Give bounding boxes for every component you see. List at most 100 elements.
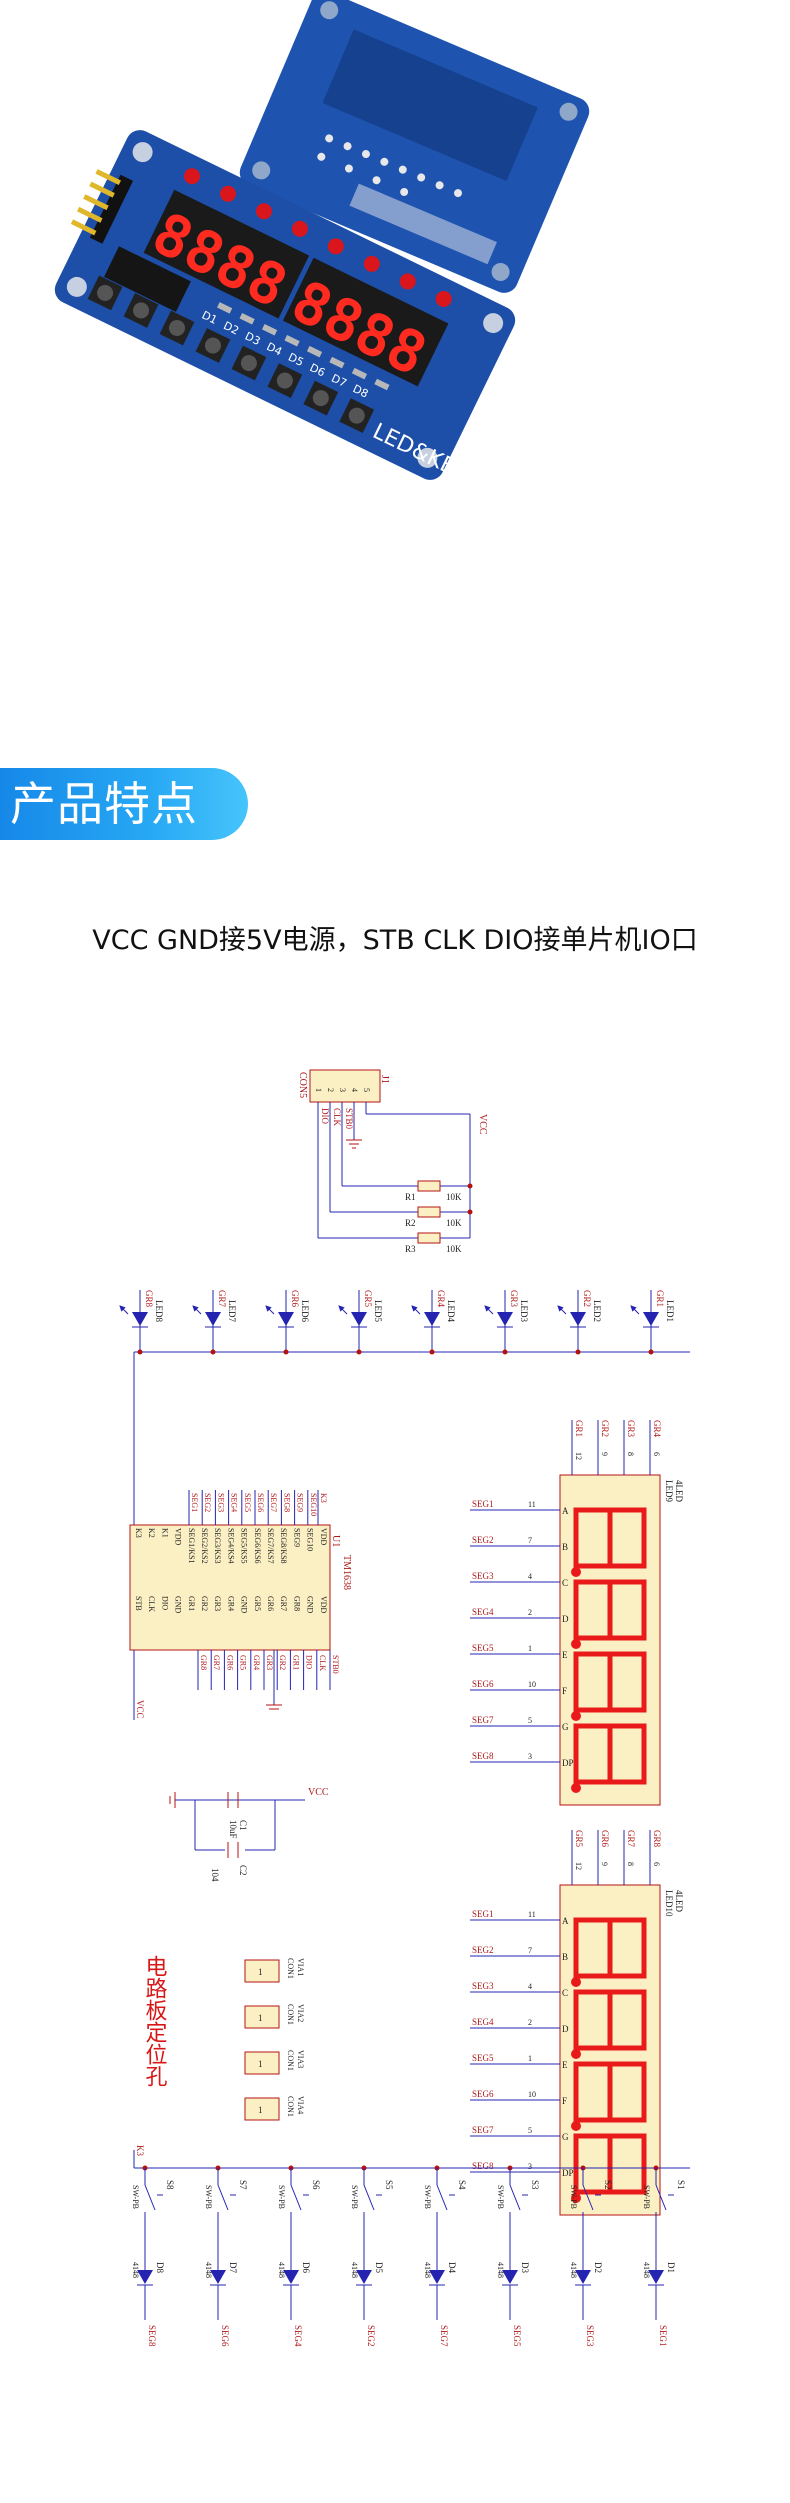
seg-letter-d: D bbox=[562, 1614, 569, 1624]
ic-lnet-2: SEG2 bbox=[203, 1493, 212, 1512]
ic-rnet-8: GR6 bbox=[225, 1655, 234, 1670]
seg-net-seg7: SEG7 bbox=[472, 1715, 494, 1725]
ic-lnet-0: K3 bbox=[319, 1493, 328, 1503]
key-seg-net: SEG1 bbox=[658, 2325, 668, 2347]
c1-ref: C1 bbox=[238, 1820, 248, 1831]
ic-rpin-1: CLK bbox=[147, 1596, 156, 1612]
seg-pin-10: 10 bbox=[528, 1680, 536, 1689]
net-vcc: VCC bbox=[477, 1114, 488, 1135]
con5-ref: J1 bbox=[379, 1075, 390, 1084]
key-seg-net: SEG4 bbox=[293, 2325, 303, 2347]
via-ref-via2: VIA2 bbox=[296, 2004, 305, 2022]
ic-lnet-4: SEG4 bbox=[230, 1493, 239, 1512]
ic-lnet-9: SEG9 bbox=[296, 1493, 305, 1512]
seg-pin-3: 3 bbox=[528, 1752, 532, 1761]
ic-lnet-1: SEG1 bbox=[190, 1493, 199, 1512]
seg-pin-7: 7 bbox=[528, 1536, 532, 1545]
seg-letter-f: F bbox=[562, 1686, 567, 1696]
via-part-1: CON1 bbox=[286, 2004, 295, 2025]
seg-pin-3: 3 bbox=[528, 2162, 532, 2171]
led-net-gr1: GR1 bbox=[655, 1290, 665, 1307]
con5-pin-1: 1 bbox=[314, 1088, 323, 1092]
ic-rnet-3: GR1 bbox=[291, 1655, 300, 1670]
ic-lpin-2: K1 bbox=[160, 1528, 169, 1538]
key-diode-ref: D8 bbox=[155, 2262, 165, 2273]
svg-text:1: 1 bbox=[258, 2059, 263, 2069]
key-part: SW-PB bbox=[423, 2185, 432, 2209]
front-board: 8888 8888 LED&KEY bbox=[54, 130, 516, 486]
seg-pin-7: 7 bbox=[528, 1946, 532, 1955]
key-part: SW-PB bbox=[496, 2185, 505, 2209]
ic-rnet-0: STB0 bbox=[331, 1655, 340, 1674]
ic-rnet-9: GR7 bbox=[212, 1655, 221, 1670]
ic-rpin-4: GR1 bbox=[187, 1596, 196, 1611]
seg-net-seg3: SEG3 bbox=[472, 1981, 494, 1991]
disp-digit-pin-2: 8 bbox=[626, 1862, 635, 1866]
res-ref-r1: R1 bbox=[405, 1192, 416, 1202]
seg-letter-dp: DP bbox=[562, 2168, 574, 2178]
led-ref-led3: LED3 bbox=[519, 1300, 529, 1322]
seg-letter-d: D bbox=[562, 2024, 569, 2034]
ic-lpin-11: SEG8/KS8 bbox=[279, 1528, 288, 1564]
ic-rpin-7: GR4 bbox=[226, 1596, 235, 1611]
c1-val: 10uF bbox=[228, 1820, 238, 1839]
disp-digit-pin-0: 12 bbox=[574, 1862, 583, 1870]
ic-lpin-1: K2 bbox=[147, 1528, 156, 1538]
ic-lpin-3: VDD bbox=[174, 1528, 183, 1546]
ic-rpin-9: GR5 bbox=[253, 1596, 262, 1611]
silk-d6: D6 bbox=[308, 361, 328, 379]
key-diode-part: 4148 bbox=[569, 2262, 578, 2278]
cap-network bbox=[169, 1792, 305, 1858]
ic-part: TM1638 bbox=[341, 1555, 352, 1590]
key-part: SW-PB bbox=[131, 2185, 140, 2209]
key-diode-ref: D4 bbox=[447, 2262, 457, 2273]
disp-digit-gr8: GR8 bbox=[652, 1830, 662, 1848]
ic-rnet-2: DIO bbox=[305, 1655, 314, 1669]
key-seg-net: SEG8 bbox=[147, 2325, 157, 2347]
seg-pin-4: 4 bbox=[528, 1572, 532, 1581]
key-ref: S3 bbox=[530, 2180, 540, 2190]
svg-text:1: 1 bbox=[258, 2105, 263, 2115]
key-part: SW-PB bbox=[204, 2185, 213, 2209]
led-ref-led6: LED6 bbox=[300, 1300, 310, 1322]
disp-digit-pin-1: 9 bbox=[600, 1862, 609, 1866]
ic-rpin-0: STB bbox=[134, 1596, 143, 1611]
red-leds bbox=[184, 168, 452, 307]
seg-net-seg5: SEG5 bbox=[472, 1643, 494, 1653]
seg-pin-5: 5 bbox=[528, 2126, 532, 2135]
silk-d5: D5 bbox=[286, 351, 306, 369]
ic-ref: U1 bbox=[330, 1535, 341, 1547]
ic-rpin-2: DIO bbox=[160, 1596, 169, 1610]
res-val-r3: 10K bbox=[446, 1244, 462, 1254]
c2-ref: C2 bbox=[238, 1865, 248, 1876]
disp-digit-pin-1: 9 bbox=[600, 1452, 609, 1456]
ic-rnet-7: GR5 bbox=[239, 1655, 248, 1670]
seg-net-seg1: SEG1 bbox=[472, 1499, 494, 1509]
led-ref-led4: LED4 bbox=[446, 1300, 456, 1322]
ic-rnet-5: GR3 bbox=[265, 1655, 274, 1670]
key-part: SW-PB bbox=[277, 2185, 286, 2209]
led-net-gr4: GR4 bbox=[436, 1290, 446, 1308]
seg-net-seg8: SEG8 bbox=[472, 2161, 494, 2171]
key-diode-part: 4148 bbox=[350, 2262, 359, 2278]
ic-lpin-9: SEG6/KS6 bbox=[253, 1528, 262, 1564]
silk-d3: D3 bbox=[243, 330, 263, 348]
key-diode-ref: D3 bbox=[520, 2262, 530, 2273]
seg-net-seg6: SEG6 bbox=[472, 2089, 494, 2099]
ic-lpin-8: SEG5/KS5 bbox=[240, 1528, 249, 1564]
key-diode-part: 4148 bbox=[423, 2262, 432, 2278]
ic-lpin-12: SEG9 bbox=[292, 1528, 301, 1547]
key-ref: S1 bbox=[676, 2180, 686, 2190]
